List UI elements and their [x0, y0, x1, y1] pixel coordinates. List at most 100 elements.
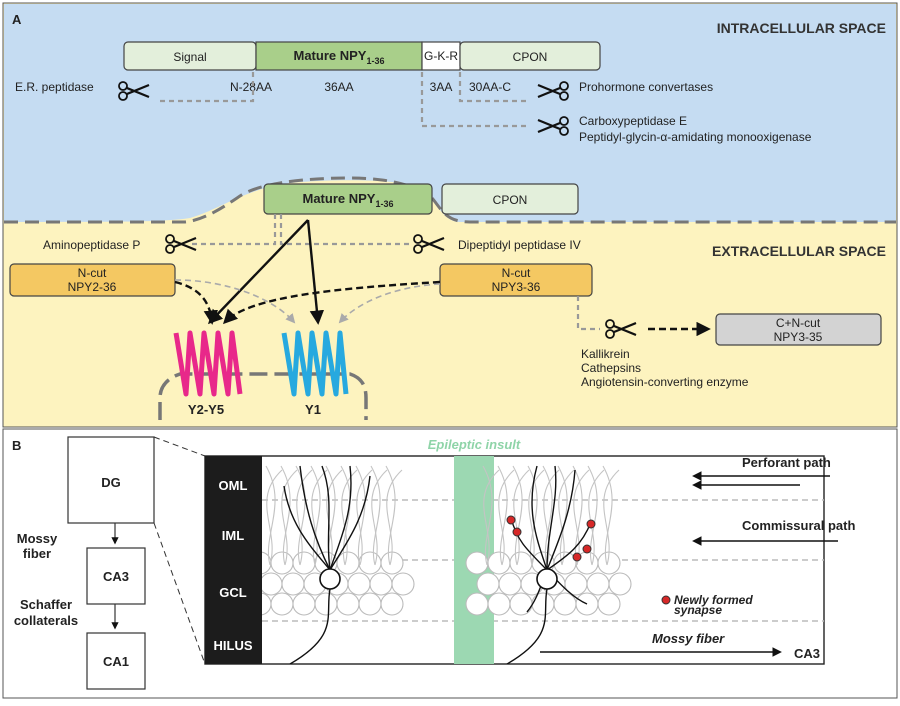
synapse-legend-icon [661, 595, 671, 605]
scissors-icon-cpe [537, 116, 569, 136]
granule-dendrite [299, 465, 331, 571]
3aa-label: 3AA [430, 80, 453, 94]
granule-dendrite [546, 469, 576, 571]
background-dendrite [326, 469, 343, 566]
y2-y5-label: Y2-Y5 [188, 402, 224, 417]
background-dendrite [497, 465, 508, 566]
cn-cleavage-line [576, 296, 600, 331]
vesicle-cpon-box [441, 183, 579, 215]
36aa-label: 36AA [324, 80, 353, 94]
granule-cell [586, 572, 610, 596]
dpp4-line [279, 214, 410, 246]
granule-cell [509, 592, 533, 616]
scissors-icon-er [118, 81, 150, 101]
carboxypeptidase-e-label: Carboxypeptidase E [579, 114, 687, 128]
ca1-label: CA1 [103, 654, 129, 669]
granule-cell [292, 551, 316, 575]
layer-gcl: GCL [219, 585, 247, 600]
cncut-line1: C+N-cut [776, 316, 821, 330]
background-dendrite [385, 465, 396, 566]
kallikrein-label: Kallikrein [581, 347, 630, 361]
ncut-npy3-36-box [439, 263, 593, 297]
npy-to-y1-arrow [306, 219, 325, 325]
granule-cell [380, 592, 404, 616]
granule-cell [358, 592, 382, 616]
granule-cell [465, 592, 489, 616]
neuron-drawing [262, 465, 632, 664]
layer-iml: IML [222, 528, 244, 543]
ca3-label: CA3 [103, 569, 129, 584]
ncut1-line1: N-cut [78, 266, 107, 280]
zoom-line-bottom [153, 522, 206, 665]
cell-membrane [4, 176, 896, 224]
granule-dendrite [546, 465, 557, 571]
newly-formed-synapse [506, 515, 516, 525]
mature-npy-label: Mature NPY1-36 [294, 48, 385, 66]
newly-formed-synapse [572, 552, 582, 562]
intracellular-space-label: INTRACELLULAR SPACE [717, 20, 886, 36]
vesicle-cpon-label: CPON [493, 193, 528, 207]
granule-cell [270, 592, 294, 616]
cncut-line2: NPY3-35 [774, 330, 823, 344]
pam-label: Peptidyl-glycin-α-amidating monooxigenas… [579, 130, 812, 144]
30aa-label: 30AA-C [469, 80, 511, 94]
granule-cell [314, 592, 338, 616]
background-dendrite [266, 469, 283, 566]
panel-a-label: A [12, 12, 22, 27]
ace-label: Angiotensin-converting enzyme [581, 375, 749, 389]
mature-npy-segment [255, 41, 423, 71]
granule-dendrite [329, 475, 371, 571]
granule-cell [336, 592, 360, 616]
background-dendrite [512, 465, 523, 566]
cncut-npy3-35-box [715, 313, 882, 346]
layer-hilus: HILUS [214, 638, 253, 653]
aminopeptidase-label: Aminopeptidase P [43, 238, 140, 252]
background-dendrite [355, 465, 366, 566]
panel-b: B DG Mossy fiber CA3 Schaffer collateral… [2, 428, 898, 699]
granule-cell [498, 572, 522, 596]
zoom-line-top [153, 436, 206, 457]
granule-cell [553, 592, 577, 616]
granule-cell [487, 551, 511, 575]
background-dendrite [602, 465, 613, 566]
gkr-segment [421, 41, 461, 71]
granule-cell [465, 551, 489, 575]
background-dendrite [296, 469, 313, 566]
schaffer-label-1: Schaffer [20, 597, 72, 612]
granule-cell [509, 551, 533, 575]
granule-dendrite [531, 465, 548, 571]
npy-to-y2y5-arrow [208, 219, 309, 325]
granule-cell [597, 592, 621, 616]
granule-dendrite [546, 521, 592, 571]
epileptic-insult-label: Epileptic insult [428, 437, 521, 452]
panel-a: A INTRACELLULAR SPACE EXTRACELLULAR SPAC… [2, 2, 898, 428]
granule-cell [531, 592, 555, 616]
ncut1-to-y2y5-arrow [174, 280, 219, 325]
newly-formed-synapse [512, 527, 522, 537]
background-dendrite [587, 465, 598, 566]
background-dendrite [370, 465, 381, 566]
background-dendrite [588, 469, 605, 566]
layer-bar [205, 456, 262, 664]
granule-cell [347, 572, 371, 596]
background-dendrite [542, 465, 553, 566]
neuron-membrane [158, 372, 368, 420]
background-dendrite [528, 469, 545, 566]
extracellular-space-label: EXTRACELLULAR SPACE [712, 243, 886, 259]
er-peptidase-label: E.R. peptidase [15, 80, 94, 94]
background-dendrite [558, 469, 575, 566]
er-cleavage-line [160, 72, 255, 103]
granule-dendrite [321, 465, 331, 571]
ncut1-line2: NPY2-36 [68, 280, 117, 294]
granule-cell [270, 551, 294, 575]
cpe-cleavage-line [420, 72, 530, 128]
scissors-icon-aminopeptidase [165, 234, 197, 254]
granule-cell-soma [319, 568, 341, 590]
dg-box [67, 436, 155, 524]
synapse-legend-2: synapse [674, 603, 722, 617]
background-dendrite [281, 469, 298, 566]
y1-receptor [281, 330, 349, 397]
mossy-fiber-axon [506, 588, 548, 664]
prohormone-convertases-label: Prohormone convertases [579, 80, 713, 94]
y2-y5-receptor [173, 330, 243, 397]
